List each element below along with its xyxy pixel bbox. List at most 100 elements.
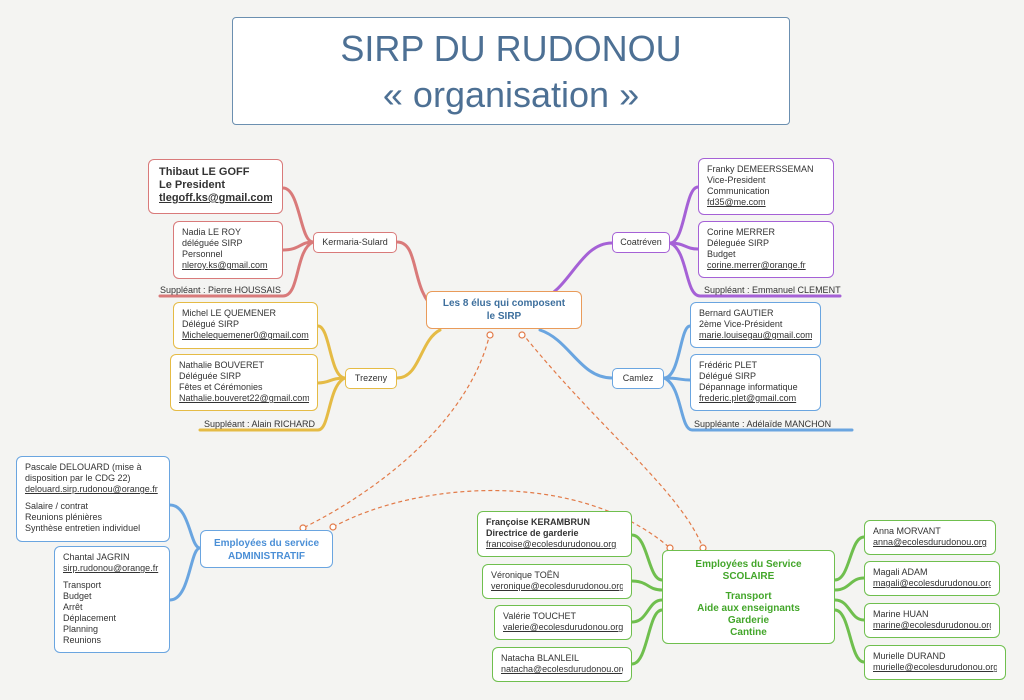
member-email[interactable]: fd35@me.com [707,197,766,207]
employee-email[interactable]: delouard.sirp.rudonou@orange.fr [25,484,158,494]
link-camlez-plet [662,376,692,382]
employee-name: Chantal JAGRIN [63,552,130,562]
employee-name: Véronique TOËN [491,570,560,580]
member-name: Nathalie BOUVERET [179,360,265,370]
admin-service-node: Employées du service ADMINISTRATIF [200,530,333,568]
member-domain: Dépannage informatique [699,382,798,392]
member-name: Bernard GAUTIER [699,308,774,318]
member-card-bouveret: Nathalie BOUVERET Déléguée SIRP Fêtes et… [170,354,318,411]
member-email[interactable]: nleroy.ks@gmail.com [182,260,268,270]
employee-card-blanleil: Natacha BLANLEIL natacha@ecolesdurudonou… [492,647,632,682]
link-kermaria-supp [158,240,315,298]
dashed-anchor [329,523,337,531]
link-admin-delouard [168,503,202,550]
page-title: SIRP DU RUDONOU « organisation » [232,17,790,125]
member-card-leroy: Nadia LE ROY déléguée SIRP Personnel nle… [173,221,283,279]
admin-label-2: ADMINISTRATIF [227,551,306,562]
link-camlez-supp [662,376,854,432]
member-name: Nadia LE ROY [182,227,242,237]
employee-role: Directrice de garderie [486,528,579,538]
member-role: Vice-President [707,175,766,185]
hub-node: Les 8 élus qui composent le SIRP [426,291,582,329]
member-card-gautier: Bernard GAUTIER 2ème Vice-Président mari… [690,302,821,348]
member-email[interactable]: Michelequemener0@gmail.com [182,330,309,340]
link-kermaria-legoff [281,186,315,244]
employee-task: Déplacement [63,613,117,623]
link-sco-toen [630,579,664,592]
substitute-camlez: Suppléante : Adélaïde MANCHON [694,419,832,429]
employee-email[interactable]: natacha@ecolesdurudonou.org [501,664,623,674]
employee-card-morvant: Anna MORVANT anna@ecolesdurudonou.org [864,520,996,555]
member-name: Thibaut LE GOFF [159,166,250,178]
link-admin-jagrin [168,546,202,602]
employee-name: Magali ADAM [873,567,928,577]
dashed-anchor [518,331,526,339]
member-role: 2ème Vice-Président [699,319,783,329]
employee-card-jagrin: Chantal JAGRIN sirp.rudonou@orange.fr Tr… [54,546,170,653]
employee-task: Planning [63,624,99,634]
employee-email[interactable]: francoise@ecolesdurudonou.org [486,539,617,549]
scolaire-task: Aide aux enseignants [697,603,800,614]
commune-kermaria: Kermaria-Sulard [313,232,397,253]
member-role: Déléguée SIRP [179,371,242,381]
member-name: Michel LE QUEMENER [182,308,277,318]
employee-email[interactable]: veronique@ecolesdurudonou.org [491,581,623,591]
member-name: Franky DEMEERSSEMAN [707,164,814,174]
member-card-plet: Frédéric PLET Délégué SIRP Dépannage inf… [690,354,821,411]
link-coatreven-supp [668,241,842,298]
employee-task: Arrêt [63,602,83,612]
member-email[interactable]: tlegoff.ks@gmail.com [159,192,272,204]
hub-line-1: Les 8 élus qui composent [442,298,566,309]
employee-email[interactable]: valerie@ecolesdurudonou.org [503,622,623,632]
member-role: Le President [159,179,226,191]
member-email[interactable]: frederic.plet@gmail.com [699,393,797,403]
employee-card-huan: Marine HUAN marine@ecolesdurudonou.org [864,603,1000,638]
employee-task: Synthèse entretien individuel [25,523,141,533]
link-sco-durand [833,608,866,664]
employee-name: Anna MORVANT [873,526,941,536]
employee-task: Budget [63,591,92,601]
member-email[interactable]: Nathalie.bouveret22@gmail.com [179,393,309,403]
scolaire-task: Cantine [730,627,767,638]
link-sco-huan [833,598,866,622]
employee-card-touchet: Valérie TOUCHET valerie@ecolesdurudonou.… [494,605,632,640]
dashed-link-hub-admin [302,332,491,529]
link-sco-adam [833,576,866,592]
employee-card-delouard: Pascale DELOUARD (mise à disposition par… [16,456,170,542]
employee-email[interactable]: anna@ecolesdurudonou.org [873,537,987,547]
employee-name-1: Pascale DELOUARD (mise à [25,462,142,472]
employee-task: Reunions [63,635,102,645]
employee-card-toen: Véronique TOËN veronique@ecolesdurudonou… [482,564,632,599]
employee-email[interactable]: magali@ecolesdurudonou.org [873,578,991,588]
scolaire-service-node: Employées du Service SCOLAIRE Transport … [662,550,835,644]
employee-name: Françoise KERAMBRUN [486,517,591,527]
member-name: Corine MERRER [707,227,776,237]
title-line-1: SIRP DU RUDONOU [340,28,682,69]
link-hub-trezeny [395,328,442,380]
employee-email[interactable]: sirp.rudonou@orange.fr [63,563,159,573]
dashed-anchor [486,331,494,339]
member-email[interactable]: corine.merrer@orange.fr [707,260,806,270]
employee-email[interactable]: marine@ecolesdurudonou.org [873,620,991,630]
scolaire-label-1: Employées du Service [695,559,802,570]
member-domain: Communication [707,186,770,196]
employee-card-durand: Murielle DURAND murielle@ecolesdurudonou… [864,645,1006,680]
member-role: Délégué SIRP [699,371,757,381]
link-sco-morvant [833,535,866,582]
member-card-merrer: Corine MERRER Déleguée SIRP Budget corin… [698,221,834,278]
link-hub-camlez [538,328,614,380]
member-name: Frédéric PLET [699,360,758,370]
member-domain: Budget [707,249,736,259]
member-domain: Personnel [182,249,223,259]
link-coatreven-demeer [668,185,700,245]
scolaire-task: Garderie [727,615,770,626]
member-card-legoff: Thibaut LE GOFF Le President tlegoff.ks@… [148,159,283,214]
employee-task: Reunions plénières [25,512,103,522]
hub-line-2: le SIRP [486,311,522,322]
member-card-quemener: Michel LE QUEMENER Délégué SIRP Micheleq… [173,302,318,349]
member-email[interactable]: marie.louisegau@gmail.com [699,330,812,340]
employee-name-2: disposition par le CDG 22) [25,473,131,483]
employee-email[interactable]: murielle@ecolesdurudonou.org [873,662,997,672]
title-line-2: « organisation » [382,74,640,115]
